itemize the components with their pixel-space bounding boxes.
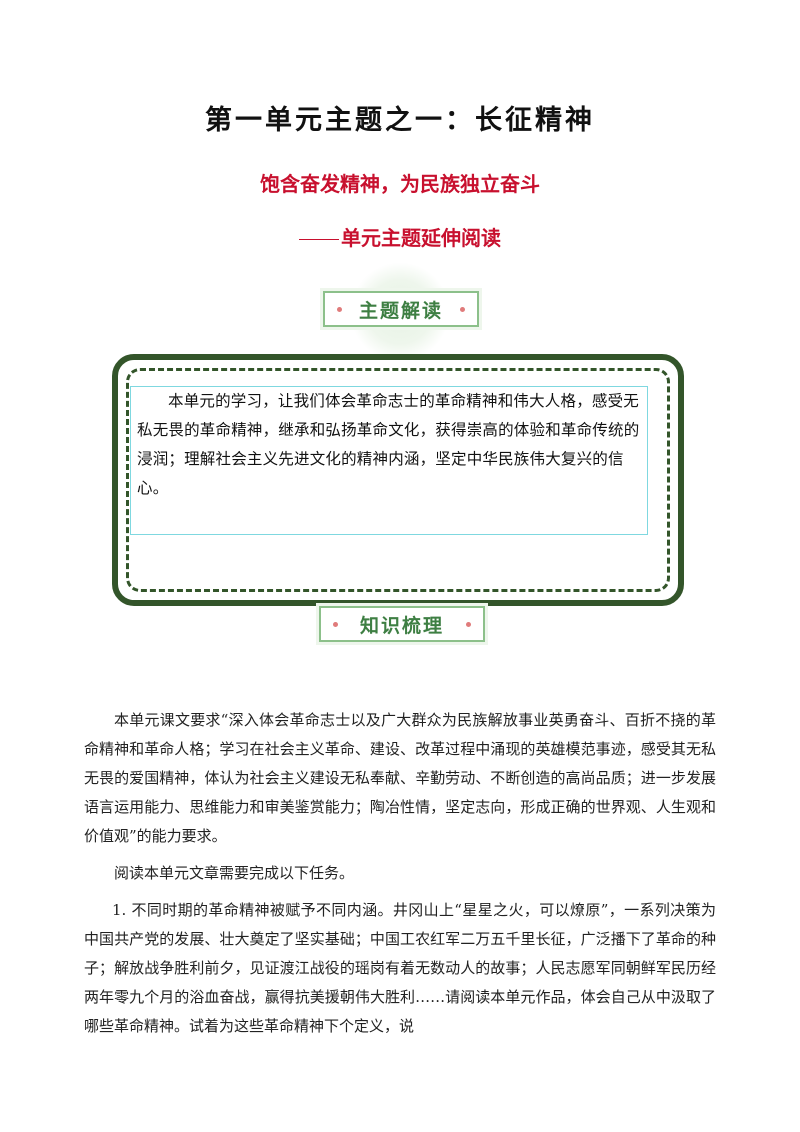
dot-icon <box>333 622 338 627</box>
subtitle-extension: 单元主题延伸阅读 <box>0 222 800 251</box>
knowledge-tag: 知识梳理 <box>319 606 485 642</box>
theme-tag: 主题解读 <box>323 291 479 327</box>
dashed-border-decoration <box>126 368 670 592</box>
theme-frame <box>112 354 684 606</box>
paragraph: 阅读本单元文章需要完成以下任务。 <box>114 864 355 882</box>
theme-text-box: 本单元的学习，让我们体会革命志士的革命精神和伟大人格，感受无私无畏的革命精神，继… <box>130 386 648 535</box>
list-item: 1. 不同时期的革命精神被赋予不同内涵。井冈山上“星星之火，可以燎原”，一系列决… <box>84 896 716 1041</box>
dot-icon <box>460 307 465 312</box>
dot-icon <box>466 622 471 627</box>
subtitle-extension-text: 单元主题延伸阅读 <box>341 226 501 250</box>
knowledge-tag-label: 知识梳理 <box>359 614 444 637</box>
subtitle: 饱含奋发精神，为民族独立奋斗 <box>260 172 540 196</box>
list-number: 1. <box>112 901 127 919</box>
theme-tag-label: 主题解读 <box>358 299 443 322</box>
dot-icon <box>337 307 342 312</box>
page-title: 第一单元主题之一：长征精神 <box>205 105 595 136</box>
paragraph: 本单元课文要求“深入体会革命志士以及广大群众为民族解放事业英勇奋斗、百折不挠的革… <box>84 711 716 845</box>
theme-text: 本单元的学习，让我们体会革命志士的革命精神和伟大人格，感受无私无畏的革命精神，继… <box>137 392 640 497</box>
body-text: 本单元课文要求“深入体会革命志士以及广大群众为民族解放事业英勇奋斗、百折不挠的革… <box>84 706 716 1041</box>
list-item-text: 不同时期的革命精神被赋予不同内涵。井冈山上“星星之火，可以燎原”，一系列决策为中… <box>84 901 716 1035</box>
dash-line-decoration <box>299 239 339 240</box>
